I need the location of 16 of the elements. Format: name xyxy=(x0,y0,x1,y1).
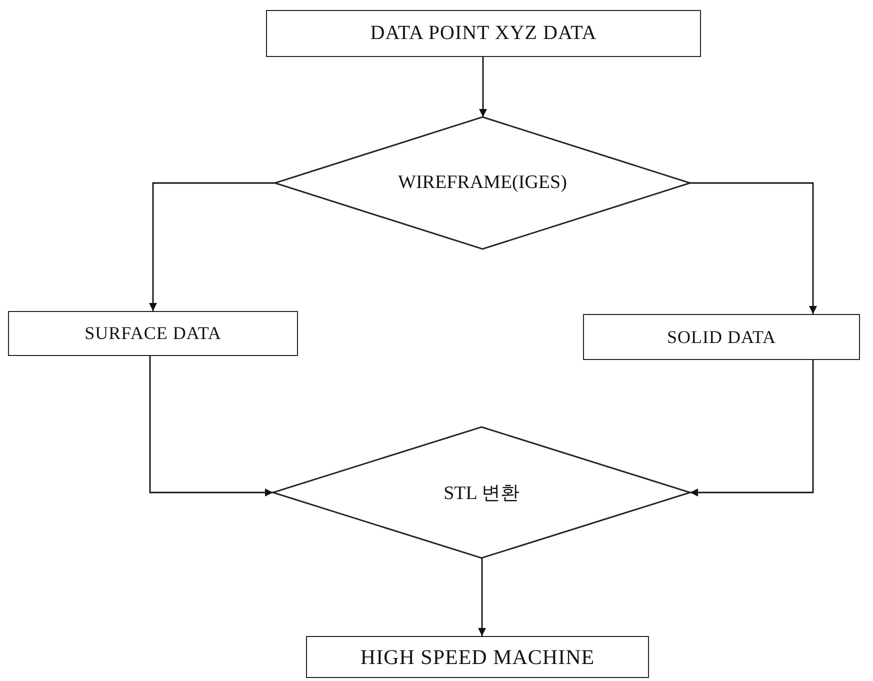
arrow xyxy=(690,360,814,496)
arrow xyxy=(149,356,273,496)
process-box xyxy=(583,314,860,360)
node-label: WIREFRAME(IGES) xyxy=(398,172,567,194)
process-box xyxy=(266,10,701,57)
node-label: STL 변환 xyxy=(444,482,520,506)
arrow xyxy=(690,182,817,314)
node-label: HIGH SPEED MACHINE xyxy=(360,644,595,670)
process-box xyxy=(306,636,649,678)
arrow xyxy=(149,182,275,311)
node-label: DATA POINT XYZ DATA xyxy=(370,22,597,45)
node-label: SURFACE DATA xyxy=(84,323,222,344)
node-label: SOLID DATA xyxy=(666,326,776,348)
process-box xyxy=(8,311,298,356)
arrow xyxy=(478,558,486,636)
arrow xyxy=(479,57,487,117)
